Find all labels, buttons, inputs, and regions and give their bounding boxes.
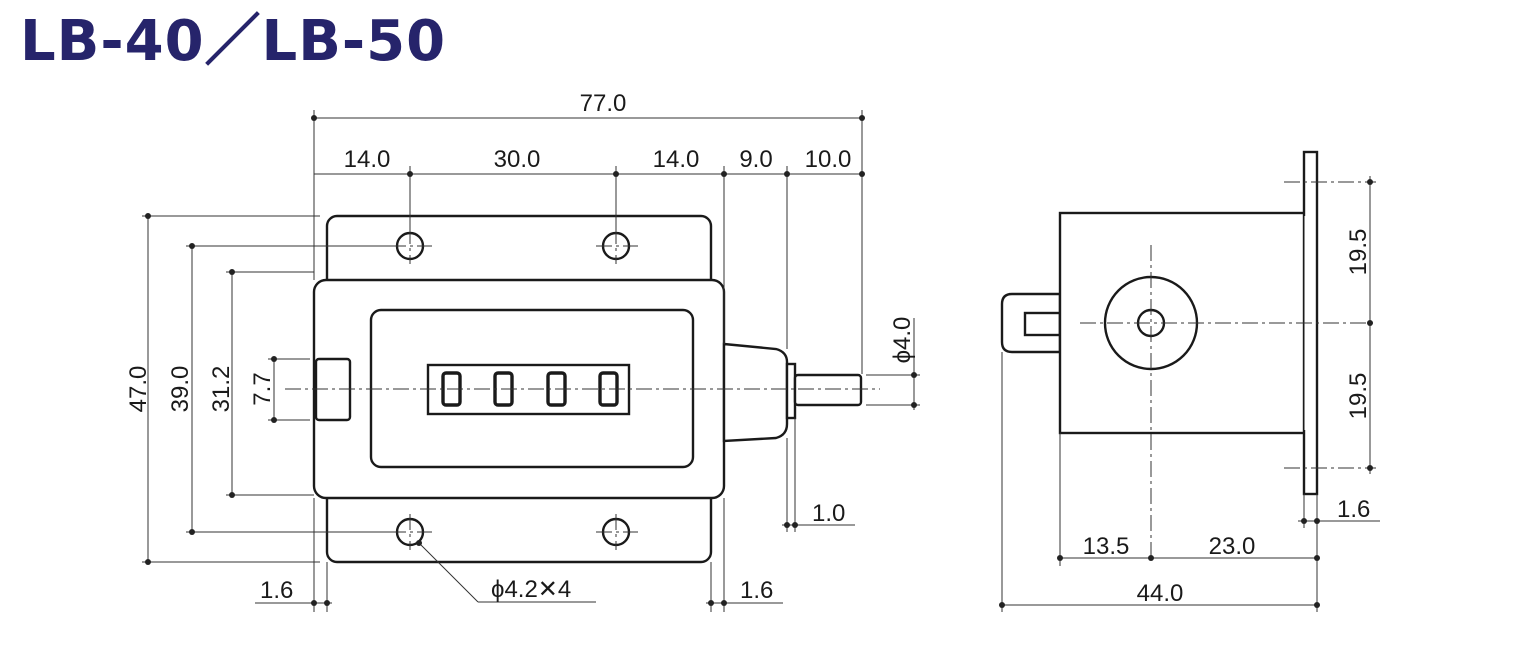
front-top-dimensions: 77.0 14.0 30.0 14.0 9.0 10.0: [311, 90, 865, 374]
dim-shaft-collar: 1.0: [812, 500, 845, 527]
shaft: [793, 373, 863, 407]
shaft-diameter-dimension: ϕ4.0: [866, 317, 920, 410]
dim-upper-height: 19.5: [1345, 229, 1372, 276]
reset-knob: [1000, 292, 1062, 354]
dim-lower-height: 19.5: [1345, 373, 1372, 420]
front-bottom-dimensions: 1.0 1.6 1.6 ϕ4.2✕4: [255, 418, 855, 612]
dim-shaft-offset: 13.5: [1083, 533, 1130, 560]
page-title: LB-40／LB-50: [20, 9, 447, 74]
dim-hole-pitch-vertical: 39.0: [167, 366, 194, 413]
front-left-dimensions: 47.0 39.0 31.2 7.7: [125, 213, 394, 565]
side-view: 19.5 19.5 1.6 13.5 23.0 44.0: [999, 150, 1380, 612]
dim-side-plate-thickness: 1.6: [1337, 496, 1370, 523]
dim-shaft-diameter: ϕ4.0: [889, 317, 916, 364]
boss: [722, 342, 789, 443]
dim-mounting-holes: ϕ4.2✕4: [491, 576, 571, 603]
dim-hole-offset-left: 14.0: [344, 146, 391, 173]
dim-body-depth: 23.0: [1209, 533, 1256, 560]
dim-plate-thickness-right: 1.6: [740, 577, 773, 604]
dim-shaft-length: 10.0: [805, 146, 852, 173]
side-right-dimensions: 19.5 19.5: [1345, 176, 1373, 474]
dim-overall-height: 47.0: [125, 366, 152, 413]
dim-hole-offset-right: 14.0: [653, 146, 700, 173]
side-bottom-dimensions: 1.6 13.5 23.0 44.0: [999, 352, 1380, 612]
dim-overall-depth: 44.0: [1137, 580, 1184, 607]
dim-boss-length: 9.0: [739, 146, 772, 173]
front-view: 77.0 14.0 30.0 14.0 9.0 10.0: [125, 90, 920, 612]
dim-window-height: 7.7: [249, 372, 276, 405]
dim-plate-thickness-left: 1.6: [260, 577, 293, 604]
dim-hole-pitch: 30.0: [494, 146, 541, 173]
dim-body-height: 31.2: [208, 366, 235, 413]
dim-overall-width: 77.0: [580, 90, 627, 117]
